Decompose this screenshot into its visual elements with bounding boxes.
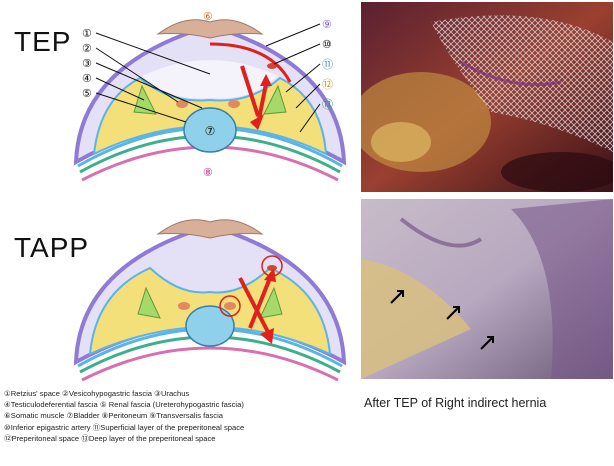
tapp-vessel-left xyxy=(178,302,190,310)
tep-num-4: ④ xyxy=(82,73,92,85)
tep-num-8: ⑧ xyxy=(203,167,213,179)
tapp-diagram xyxy=(60,208,360,388)
legend-line-2: ④Testiculodeferential fascia ⑤ Renal fas… xyxy=(4,399,360,410)
tep-num-13: ⑬ xyxy=(322,98,333,111)
tep-num-6: ⑥ xyxy=(203,11,213,23)
tep-vessel-right xyxy=(228,100,240,108)
tapp-vessel-right xyxy=(224,302,236,310)
tapp-epigastric-artery xyxy=(267,265,277,271)
tep-num-12: ⑫ xyxy=(322,78,333,91)
tep-num-1: ① xyxy=(82,28,92,40)
tapp-somatic-muscle xyxy=(158,220,262,238)
photo-caption: After TEP of Right indirect hernia xyxy=(364,396,614,410)
legend-line-1: ①Retzius' space ②Vesicohypogastric fasci… xyxy=(4,388,360,399)
tep-num-3: ③ xyxy=(82,58,92,70)
tep-num-11: ⑪ xyxy=(322,58,333,71)
tep-bladder-number: ⑦ xyxy=(205,124,216,138)
tep-diagram: ⑦ ① ② ③ ④ ⑤ ⑥ ⑧ ⑨ ⑩ ⑪ ⑫ ⑬ xyxy=(60,4,360,194)
tep-num-5: ⑤ xyxy=(82,88,92,100)
legend-line-5: ⑫Preperitoneal space ⑬Deep layer of the … xyxy=(4,433,360,444)
photo-tep-mesh xyxy=(361,2,613,192)
tapp-bladder xyxy=(186,306,234,346)
photo-tapp-view xyxy=(361,199,613,379)
tep-num-9: ⑨ xyxy=(322,19,332,31)
legend-line-3: ⑥Somatic muscle ⑦Bladder ⑧Peritoneum ⑨Tr… xyxy=(4,410,360,421)
tep-num-10: ⑩ xyxy=(322,39,332,51)
tep-num-2: ② xyxy=(82,43,92,55)
legend: ①Retzius' space ②Vesicohypogastric fasci… xyxy=(4,388,360,444)
legend-line-4: ⑩Inferior epigastric artery ⑪Superficial… xyxy=(4,422,360,433)
